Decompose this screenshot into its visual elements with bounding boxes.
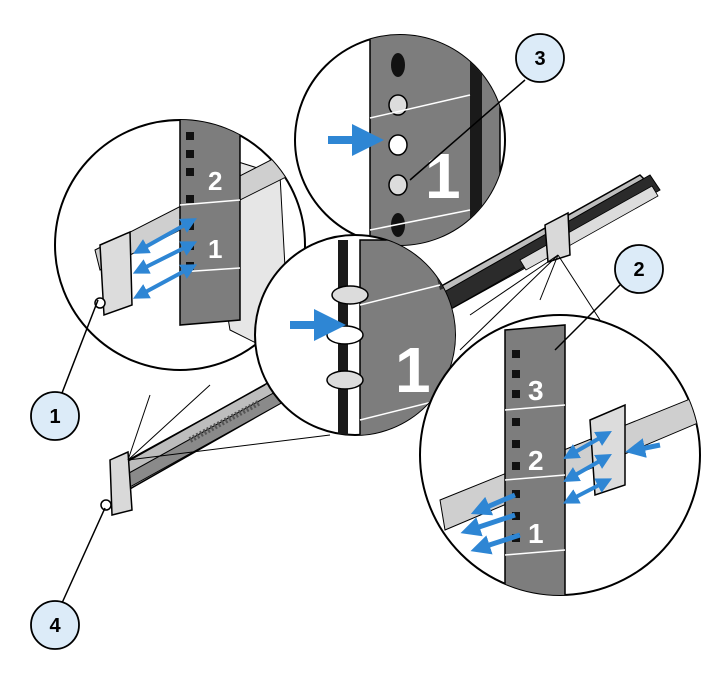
right-inset-arrow bbox=[470, 532, 521, 555]
right-inset-arrow bbox=[563, 454, 612, 482]
right-inset-arrow bbox=[625, 438, 661, 458]
right-inset-arrow bbox=[460, 512, 516, 537]
left-inset-rack-number-1: 1 bbox=[208, 234, 222, 264]
right-inset-arrow bbox=[562, 478, 613, 504]
right-inset: 3 2 1 bbox=[419, 314, 701, 596]
left-inset-rack-number-2: 2 bbox=[208, 166, 222, 196]
center-inset-rack-number-1: 1 bbox=[395, 334, 431, 406]
right-inset-arrow bbox=[470, 492, 516, 516]
callout-leaders bbox=[61, 79, 621, 604]
callout-2-label: 2 bbox=[633, 259, 644, 281]
top-inset: 1 bbox=[294, 34, 506, 246]
right-inset-rack-number-3: 3 bbox=[528, 375, 544, 406]
left-inset-arrow bbox=[132, 264, 198, 299]
callout-2: 2 bbox=[614, 244, 664, 294]
callout-3-label: 3 bbox=[534, 48, 545, 70]
callout-3: 3 bbox=[515, 33, 565, 83]
callout-4-label: 4 bbox=[49, 615, 61, 637]
inset-connector-lines bbox=[127, 254, 601, 461]
callout-4: 4 bbox=[30, 600, 80, 650]
right-inset-rack-number-2: 2 bbox=[528, 445, 544, 476]
callout-1: 1 bbox=[30, 391, 80, 441]
right-inset-rack-number-1: 1 bbox=[528, 518, 544, 549]
right-inset-arrow bbox=[563, 431, 612, 459]
callout-1-label: 1 bbox=[49, 406, 60, 428]
